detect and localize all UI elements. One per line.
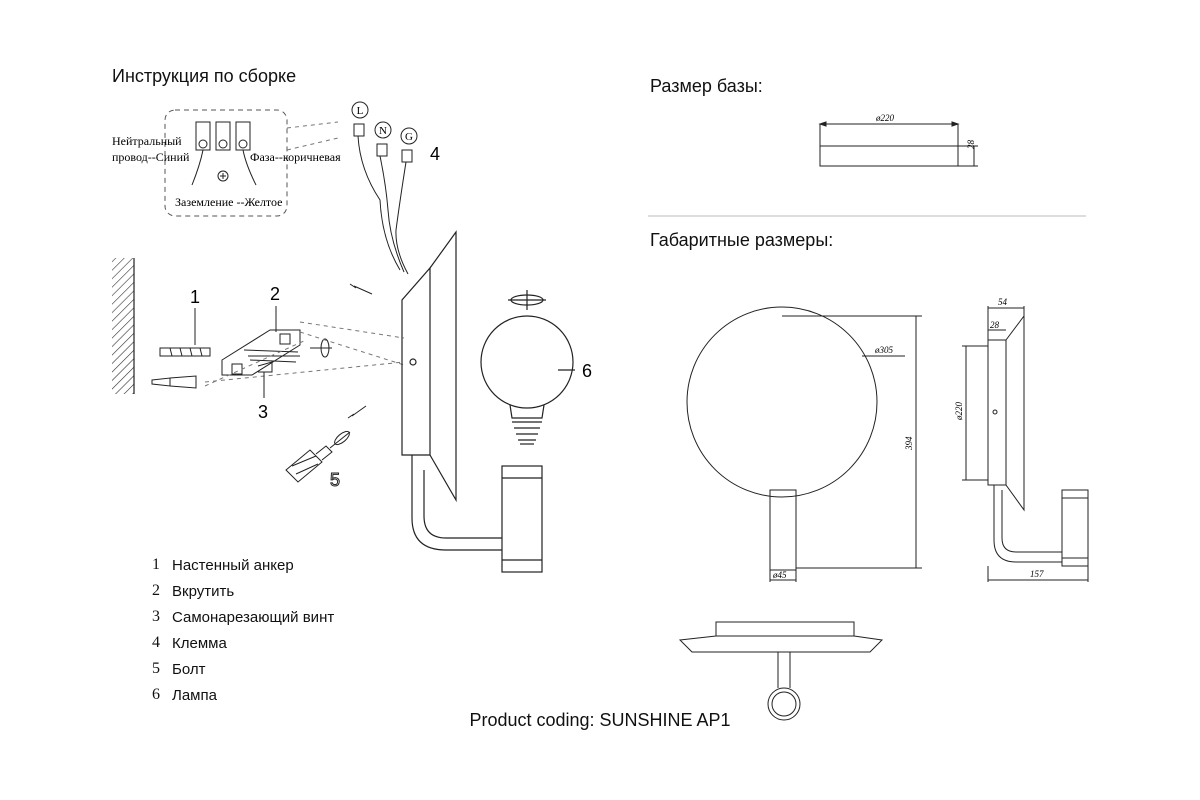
top-screw-icon [347, 283, 373, 419]
svg-text:L: L [357, 105, 364, 117]
legend-item: 6 Лампа [152, 682, 412, 708]
assembly-heading: Инструкция по сборке [112, 66, 297, 86]
legend-item: 4 Клемма [152, 630, 412, 656]
legend: 1 Настенный анкер 2 Вкрутить 3 Самонарез… [152, 552, 412, 708]
product-coding: Product coding: SUNSHINE AP1 [469, 710, 731, 730]
disc-diameter-dim: ø305 [874, 345, 894, 355]
neutral-label-1: Нейтральный [112, 134, 182, 148]
legend-text: Вкрутить [172, 582, 235, 600]
legend-number: 2 [152, 582, 160, 599]
legend-number: 3 [152, 608, 160, 625]
neutral-label-2: провод--Синий [112, 150, 190, 164]
legend-item: 3 Самонарезающий винт [152, 604, 412, 630]
callout-4: 4 [430, 144, 440, 164]
wall-anchor-icon [151, 347, 211, 389]
side-view-drawing [962, 306, 1089, 582]
height-total-dim: 394 [904, 436, 914, 451]
holder-diameter-dim: ø45 [772, 570, 787, 580]
base-size-heading: Размер базы: [650, 76, 763, 96]
screw-icon [310, 338, 332, 358]
callout-2: 2 [270, 284, 280, 304]
legend-number: 4 [152, 634, 160, 651]
legend-item: 5 Болт [152, 656, 412, 682]
overall-dimensions-heading: Габаритные размеры: [650, 230, 834, 250]
terminal-block-icon [191, 121, 257, 186]
legend-number: 1 [152, 556, 160, 573]
side-depth-top-dim: 54 [998, 297, 1008, 307]
legend-item: 1 Настенный анкер [152, 552, 412, 578]
svg-text:G: G [405, 131, 413, 143]
terminal-N-icon: N [374, 121, 392, 157]
callout-5: 5 [330, 470, 340, 490]
lamp-assembly-view [401, 230, 575, 573]
legend-text: Настенный анкер [172, 556, 294, 574]
ground-label: Заземление --Желтое [175, 195, 283, 209]
legend-item: 2 Вкрутить [152, 578, 412, 604]
bottom-view-drawing [678, 621, 884, 721]
legend-text: Лампа [172, 686, 217, 704]
legend-number: 5 [152, 660, 160, 677]
screwdriver-icon: 5 [285, 430, 351, 491]
base-diameter-dim: ø220 [875, 113, 895, 123]
bulb-icon [480, 315, 574, 445]
mounting-bracket-icon [221, 329, 301, 376]
side-base-diameter-dim: ø220 [954, 402, 964, 422]
legend-text: Клемма [172, 634, 227, 652]
side-depth-total-dim: 157 [1030, 569, 1044, 579]
wiring-inset-frame [164, 109, 288, 217]
phase-label: Фаза--коричневая [250, 150, 341, 164]
ring-icon [508, 290, 546, 310]
terminal-G-icon: G [400, 127, 418, 163]
base-height-dim: 28 [966, 140, 976, 150]
legend-text: Болт [172, 660, 206, 678]
side-plate-dim: 28 [990, 320, 1000, 330]
wall-mount-assembly: 1 2 3 [112, 258, 405, 422]
legend-number: 6 [152, 686, 160, 703]
callout-3: 3 [258, 402, 268, 422]
svg-text:N: N [379, 125, 387, 137]
callout-6: 6 [582, 361, 592, 381]
legend-text: Самонарезающий винт [172, 608, 335, 626]
wiring-inset: Нейтральный провод--Синий Фаза--коричнев… [112, 101, 440, 275]
terminal-L-icon: L [351, 101, 369, 137]
base-size-drawing [818, 121, 978, 167]
callout-1: 1 [190, 287, 200, 307]
wall-hatch [112, 258, 134, 394]
front-view-drawing [686, 306, 922, 582]
